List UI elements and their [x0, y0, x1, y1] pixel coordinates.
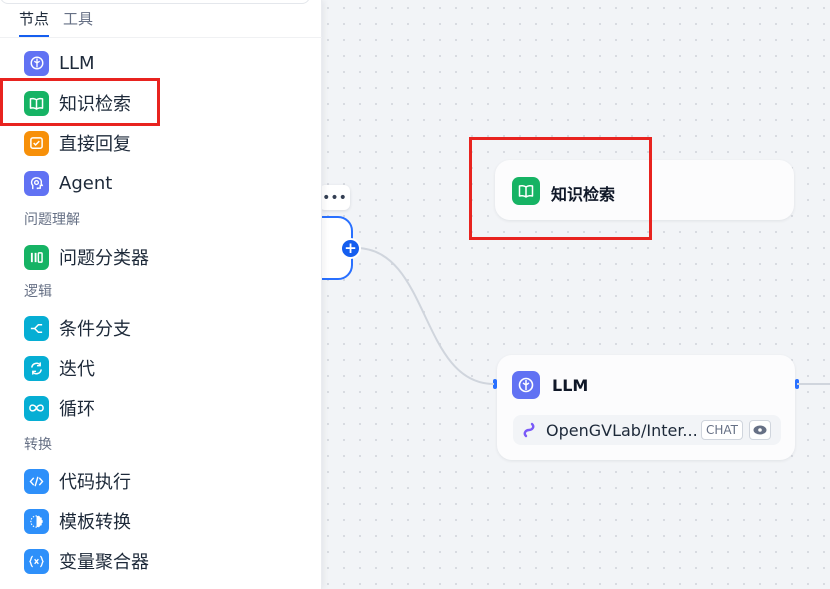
node-item-knowledge-retrieval[interactable]: 知识检索	[0, 83, 322, 123]
node-item-label: Agent	[59, 172, 113, 194]
search-input[interactable]	[0, 0, 310, 4]
reply-icon	[24, 130, 49, 156]
node-item-if-else[interactable]: 条件分支	[0, 308, 322, 348]
node-picker-panel: 节点 工具 LLM 知识检索 直接回复 Agent 问题理解 问题分类器	[0, 0, 322, 589]
add-node-button[interactable]: +	[340, 238, 361, 259]
node-item-label: 模板转换	[59, 512, 131, 533]
llm-icon	[512, 371, 540, 399]
node-item-variable-aggregator[interactable]: 变量聚合器	[0, 541, 322, 581]
section-title: 转换	[24, 437, 52, 453]
node-item-label: LLM	[59, 52, 95, 74]
node-title: LLM	[552, 376, 589, 395]
template-icon	[24, 508, 49, 534]
node-item-label: 代码执行	[59, 472, 131, 493]
node-item-llm[interactable]: LLM	[0, 43, 322, 83]
loop-icon	[24, 395, 49, 421]
node-item-label: 直接回复	[59, 134, 131, 155]
node-item-template[interactable]: 模板转换	[0, 501, 322, 541]
section-title: 逻辑	[24, 284, 52, 300]
more-options-button[interactable]: •••	[319, 185, 350, 210]
node-item-label: 知识检索	[59, 94, 131, 115]
node-item-question-classifier[interactable]: 问题分类器	[0, 237, 322, 277]
node-item-label: 变量聚合器	[59, 552, 149, 573]
mode-badge: CHAT	[701, 420, 744, 440]
classifier-icon	[24, 244, 49, 270]
book-icon	[512, 177, 540, 205]
model-selector[interactable]: OpenGVLab/Inter... CHAT	[513, 415, 781, 445]
node-title: 知识检索	[551, 185, 616, 204]
llm-icon	[24, 50, 49, 76]
node-item-code[interactable]: 代码执行	[0, 461, 322, 501]
tab-tools[interactable]: 工具	[63, 10, 94, 28]
code-icon	[24, 468, 49, 494]
llm-input-handle[interactable]	[493, 379, 497, 389]
tab-nodes[interactable]: 节点	[19, 9, 50, 37]
section-title: 问题理解	[24, 212, 80, 228]
vision-icon	[749, 420, 771, 440]
divider	[0, 37, 322, 38]
model-name: OpenGVLab/Inter...	[546, 421, 698, 440]
node-item-loop[interactable]: 循环	[0, 388, 322, 428]
node-item-label: 条件分支	[59, 319, 131, 340]
node-item-label: 问题分类器	[59, 248, 149, 269]
iteration-icon	[24, 355, 49, 381]
node-item-label: 迭代	[59, 359, 95, 380]
node-item-direct-reply[interactable]: 直接回复	[0, 123, 322, 163]
knowledge-retrieval-node[interactable]: 知识检索	[495, 160, 794, 220]
node-item-agent[interactable]: Agent	[0, 163, 322, 203]
branch-icon	[24, 315, 49, 341]
node-item-label: 循环	[59, 399, 95, 420]
panel-tabs: 节点 工具	[19, 9, 93, 37]
more-icon: •••	[322, 189, 347, 206]
agent-icon	[24, 170, 49, 196]
plus-icon: +	[344, 239, 357, 257]
model-provider-icon	[522, 422, 536, 442]
variable-icon	[24, 548, 49, 574]
node-item-iteration[interactable]: 迭代	[0, 348, 322, 388]
llm-node[interactable]: LLM OpenGVLab/Inter... CHAT	[497, 355, 795, 460]
book-icon	[24, 90, 49, 116]
